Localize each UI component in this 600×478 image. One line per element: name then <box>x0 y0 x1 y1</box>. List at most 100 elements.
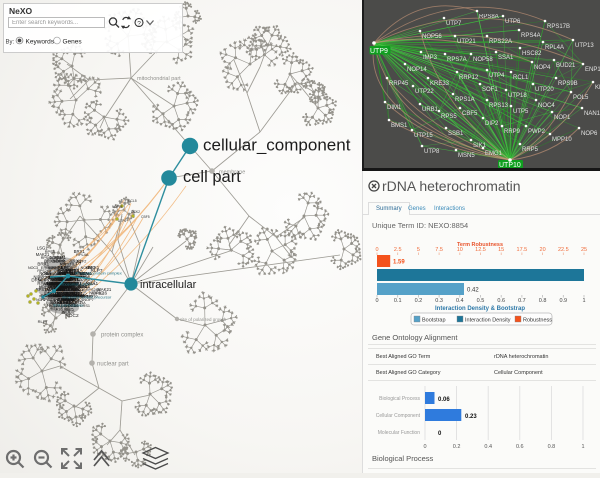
svg-text:BMS1: BMS1 <box>391 123 408 129</box>
svg-text:0.2: 0.2 <box>415 298 423 304</box>
svg-text:NSA2: NSA2 <box>54 275 64 279</box>
svg-text:RPS11B: RPS11B <box>63 287 79 292</box>
svg-text:DBP4: DBP4 <box>49 281 60 286</box>
svg-text:Biological Process: Biological Process <box>379 396 420 402</box>
svg-text:RPL4A: RPL4A <box>65 295 77 299</box>
svg-text:RPS3: RPS3 <box>40 294 53 299</box>
svg-text:NOG1: NOG1 <box>79 284 91 289</box>
svg-text:SDO1: SDO1 <box>55 268 68 273</box>
svg-text:RPS1A: RPS1A <box>455 97 475 103</box>
svg-text:MSN5: MSN5 <box>458 153 475 159</box>
svg-text:SDO1: SDO1 <box>57 271 69 276</box>
svg-text:BRX1: BRX1 <box>55 287 67 292</box>
svg-text:SSB2: SSB2 <box>57 295 66 299</box>
svg-text:0: 0 <box>423 444 426 450</box>
svg-text:RRP5: RRP5 <box>52 287 64 292</box>
svg-text:NOP2: NOP2 <box>51 278 62 283</box>
svg-text:RPS24A: RPS24A <box>72 301 86 305</box>
svg-text:NOP56: NOP56 <box>64 303 79 308</box>
svg-text:RPS8A: RPS8A <box>56 282 69 286</box>
svg-text:RPS19B: RPS19B <box>54 285 68 289</box>
svg-text:DBP4: DBP4 <box>57 278 69 283</box>
svg-text:UTP5: UTP5 <box>513 109 529 115</box>
svg-text:25: 25 <box>581 247 587 253</box>
svg-text:RPS3: RPS3 <box>51 279 61 283</box>
svg-text:YTM1: YTM1 <box>58 285 67 289</box>
svg-text:HAS1: HAS1 <box>67 275 76 279</box>
svg-text:NSA1: NSA1 <box>64 279 74 283</box>
svg-text:NIP7: NIP7 <box>71 300 82 306</box>
svg-text:RRP5: RRP5 <box>75 271 85 276</box>
svg-text:DBP10: DBP10 <box>48 278 62 283</box>
svg-text:RPS11B: RPS11B <box>37 281 53 286</box>
svg-text:RLP7: RLP7 <box>70 262 82 267</box>
svg-text:DBP4: DBP4 <box>47 284 59 289</box>
svg-text:BRX1: BRX1 <box>44 258 55 263</box>
svg-text:0: 0 <box>375 247 378 253</box>
svg-text:HAS1: HAS1 <box>55 298 64 302</box>
svg-text:CIC1: CIC1 <box>51 272 60 276</box>
svg-text:HAS1: HAS1 <box>47 303 58 308</box>
svg-text:ribosomal subunit: ribosomal subunit <box>61 282 93 287</box>
svg-text:RSA4: RSA4 <box>51 295 60 299</box>
svg-text:SDO1: SDO1 <box>58 288 67 292</box>
svg-text:RPL4A: RPL4A <box>76 252 89 257</box>
svg-text:NOP2: NOP2 <box>38 278 51 283</box>
svg-text:0.23: 0.23 <box>465 414 477 420</box>
svg-text:CIC1: CIC1 <box>47 297 57 302</box>
svg-text:MAK16: MAK16 <box>55 287 70 292</box>
svg-text:NUG1: NUG1 <box>51 275 62 279</box>
svg-text:0.1: 0.1 <box>394 298 402 304</box>
svg-text:NOC2: NOC2 <box>62 310 75 315</box>
svg-text:RPF1: RPF1 <box>71 271 83 276</box>
svg-text:RPS3: RPS3 <box>69 285 79 289</box>
svg-text:DRS1: DRS1 <box>70 266 79 270</box>
svg-text:NOP2: NOP2 <box>61 281 74 286</box>
svg-text:RPL3: RPL3 <box>62 291 72 295</box>
svg-text:0.8: 0.8 <box>539 298 547 304</box>
svg-text:DCK2: DCK2 <box>131 210 140 214</box>
svg-text:NOP6: NOP6 <box>581 131 598 137</box>
svg-text:NOP56: NOP56 <box>57 294 71 299</box>
svg-text:SPB1: SPB1 <box>68 294 80 299</box>
svg-text:RPS1A: RPS1A <box>68 268 84 273</box>
svg-text:0: 0 <box>438 431 442 437</box>
svg-text:NOG2: NOG2 <box>63 297 76 302</box>
svg-text:Keywords: Keywords <box>26 38 55 45</box>
svg-text:20: 20 <box>540 247 546 253</box>
svg-text:SSF1: SSF1 <box>67 294 77 299</box>
svg-text:DRS1: DRS1 <box>80 304 90 308</box>
svg-text:RSA4: RSA4 <box>76 284 88 289</box>
svg-text:NOP4: NOP4 <box>534 65 551 71</box>
svg-text:cell part: cell part <box>183 168 241 186</box>
svg-text:NOG2: NOG2 <box>52 258 65 263</box>
svg-text:Interaction Density & Bootstra: Interaction Density & Bootstrap <box>435 306 525 312</box>
svg-text:ARX1: ARX1 <box>56 287 68 292</box>
svg-text:YTM1: YTM1 <box>82 272 92 276</box>
svg-text:HSC82: HSC82 <box>522 51 542 57</box>
svg-text:RPL5: RPL5 <box>62 278 73 283</box>
svg-text:UTP7: UTP7 <box>446 21 462 27</box>
svg-text:MAK21: MAK21 <box>55 304 67 308</box>
svg-text:ALB1: ALB1 <box>55 285 64 289</box>
svg-text:Molecular Function: Molecular Function <box>378 430 420 436</box>
svg-text:TIF6: TIF6 <box>49 265 58 270</box>
svg-text:TMA16: TMA16 <box>69 271 85 277</box>
svg-text:90S preribosome: 90S preribosome <box>53 303 84 308</box>
svg-text:BRX1: BRX1 <box>73 295 82 299</box>
svg-text:ALB1: ALB1 <box>60 271 71 276</box>
svg-text:NOP15: NOP15 <box>39 284 53 289</box>
svg-text:NOP4: NOP4 <box>64 285 74 289</box>
svg-text:RRP9: RRP9 <box>504 129 521 135</box>
svg-text:0.42: 0.42 <box>467 288 479 294</box>
svg-text:ALB1: ALB1 <box>68 281 80 286</box>
svg-text:RPS5: RPS5 <box>441 114 457 120</box>
svg-text:protein complex: protein complex <box>101 333 143 339</box>
svg-text:RSA4: RSA4 <box>60 300 72 305</box>
svg-text:NOP4: NOP4 <box>56 281 68 286</box>
svg-text:RCL1: RCL1 <box>513 75 529 81</box>
svg-text:0.6: 0.6 <box>516 444 524 450</box>
svg-text:HAS1: HAS1 <box>79 274 91 279</box>
svg-text:TMA16: TMA16 <box>44 287 58 292</box>
svg-text:BUD20: BUD20 <box>58 294 72 299</box>
